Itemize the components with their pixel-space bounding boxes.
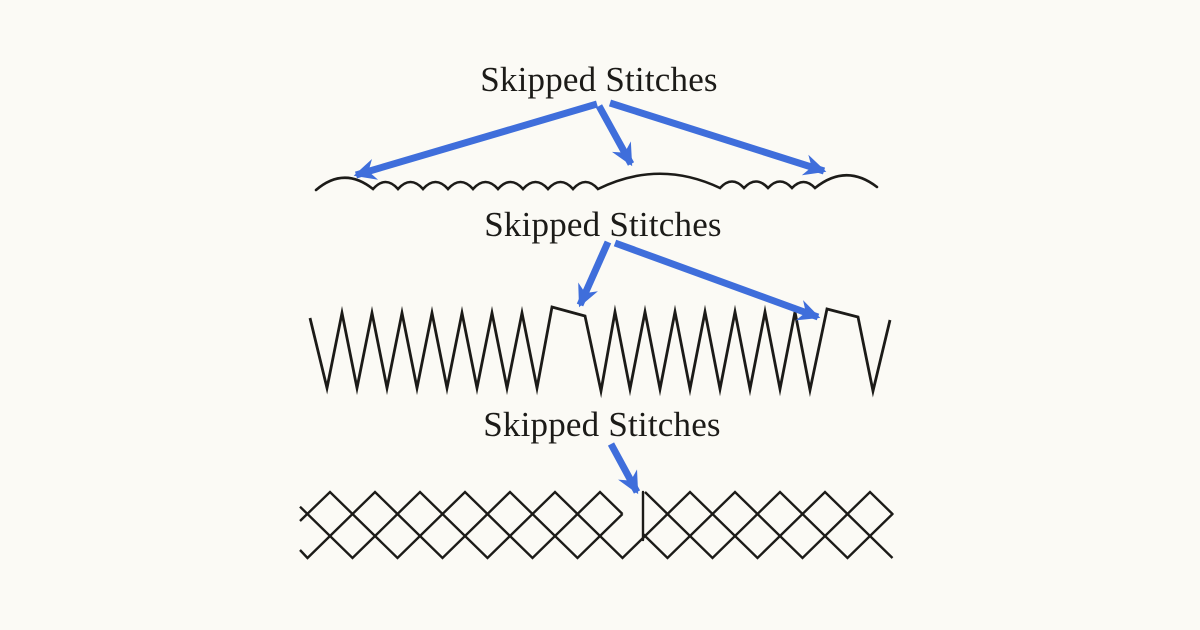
zigzag-stitch-section-title: Skipped Stitches [484, 205, 722, 244]
zigzag-stitch-line [308, 304, 892, 399]
arrow-to-right-skip-icon [608, 99, 827, 176]
arrow-to-diamond-skip-icon [607, 442, 641, 495]
straight-stitch-section-title: Skipped Stitches [480, 60, 718, 99]
scallop-stitch-line [314, 172, 879, 192]
straight-stitch-row [314, 99, 879, 192]
diamond-stitch-wave-2 [299, 490, 894, 560]
middle-arrow-group [576, 239, 821, 321]
arrow-to-left-skip-icon [353, 100, 598, 180]
arrow-to-middle-skip-icon [595, 104, 635, 167]
diamond-stitch-wave-3 [299, 490, 894, 560]
diamond-stitch-section-title: Skipped Stitches [483, 405, 721, 444]
top-arrow-group [353, 99, 827, 180]
arrow-to-first-flat-skip-icon [576, 240, 612, 308]
bottom-arrow-group [607, 442, 641, 495]
arrow-to-second-flat-skip-icon [613, 239, 821, 321]
diamond-stitch-row [299, 442, 894, 560]
zigzag-stitch-row [308, 239, 892, 399]
diamond-stitch-wave-1 [299, 490, 894, 560]
